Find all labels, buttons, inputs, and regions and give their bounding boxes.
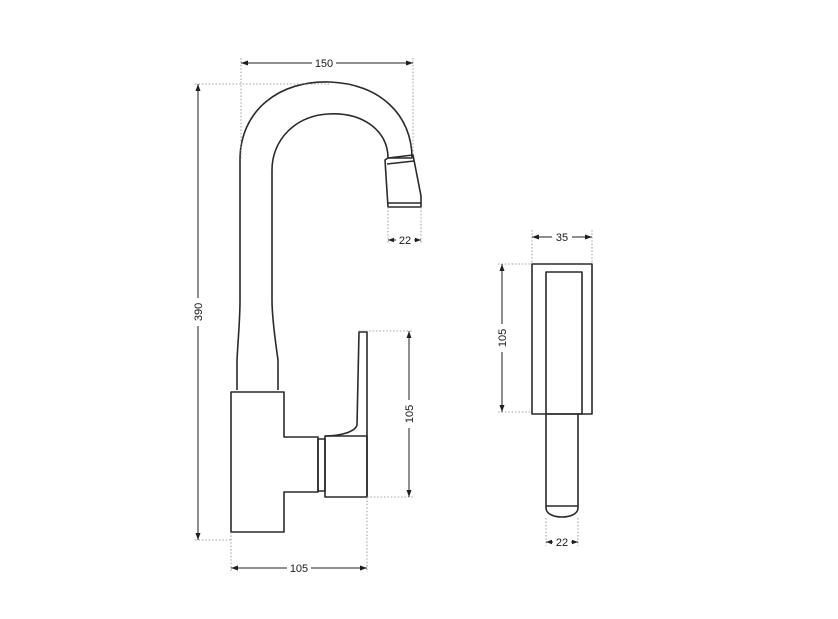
dim-side-bottom-width-label: 22 xyxy=(556,537,568,549)
dim-side-height-label: 105 xyxy=(497,329,509,347)
dim-spout-outlet-label: 22 xyxy=(399,235,411,247)
side-cartridge-inner xyxy=(545,271,583,415)
dim-body-width-label: 105 xyxy=(290,563,308,575)
dim-total-height-label: 390 xyxy=(193,303,205,321)
side-cartridge-outer xyxy=(531,263,593,415)
spout-gooseneck-outline xyxy=(236,81,413,390)
spout-outlet-ring xyxy=(386,160,415,165)
dim-top-width-label: 150 xyxy=(315,58,333,70)
lever-collar-outline xyxy=(317,438,326,492)
side-dimensions: 35 105 22 xyxy=(495,230,593,549)
dim-side-top-width-label: 35 xyxy=(556,232,568,244)
faucet-body-outline xyxy=(230,391,319,533)
lever-side-view xyxy=(531,263,593,518)
front-dimensions: 150 390 22 105 105 xyxy=(191,56,422,575)
lever-cartridge-outline xyxy=(324,435,368,498)
dim-handle-height-label: 105 xyxy=(404,405,416,423)
side-lever-shaft xyxy=(545,414,579,518)
faucet-front-view xyxy=(230,81,422,533)
lever-handle-outline xyxy=(324,331,368,497)
